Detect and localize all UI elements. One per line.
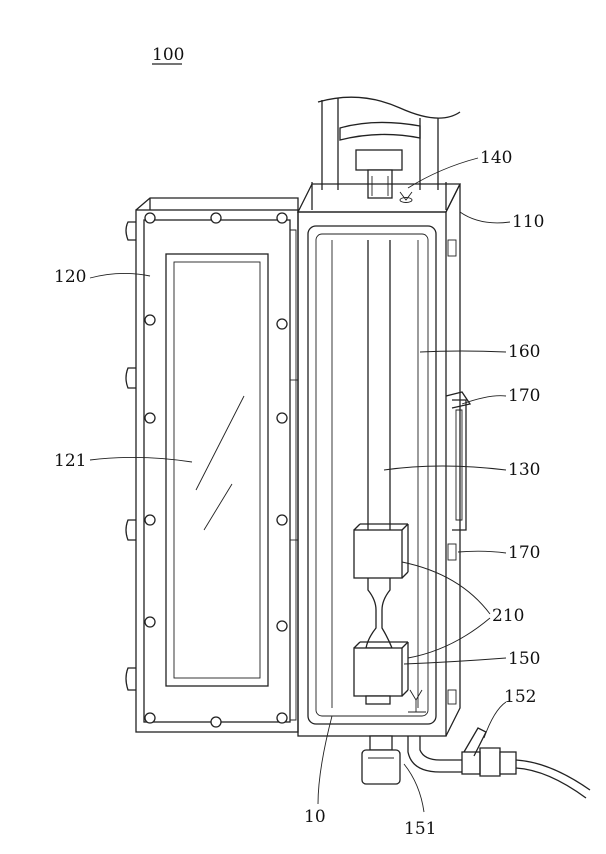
upper-grip bbox=[354, 524, 408, 578]
label-110: 110 bbox=[512, 212, 544, 232]
label-170-bottom: 170 bbox=[508, 543, 540, 563]
bottom-fittings bbox=[362, 728, 590, 798]
label-152: 152 bbox=[504, 687, 536, 707]
label-210: 210 bbox=[492, 606, 524, 626]
label-130: 130 bbox=[508, 460, 540, 480]
label-160: 160 bbox=[508, 342, 540, 362]
upper-machine-column bbox=[312, 97, 460, 210]
lower-grip bbox=[354, 642, 408, 704]
label-151: 151 bbox=[404, 819, 436, 839]
load-rod bbox=[368, 240, 390, 530]
main-reference-label: 100 bbox=[152, 45, 184, 65]
label-150: 150 bbox=[508, 649, 540, 669]
label-121: 121 bbox=[54, 451, 86, 471]
label-170-top: 170 bbox=[508, 386, 540, 406]
specimen bbox=[366, 578, 392, 648]
label-140: 140 bbox=[480, 148, 512, 168]
lower-sensor bbox=[408, 690, 426, 712]
door-panel bbox=[136, 198, 298, 732]
label-120: 120 bbox=[54, 267, 86, 287]
door-hinges bbox=[126, 222, 136, 690]
label-10: 10 bbox=[304, 807, 326, 827]
side-clamp bbox=[446, 392, 470, 530]
